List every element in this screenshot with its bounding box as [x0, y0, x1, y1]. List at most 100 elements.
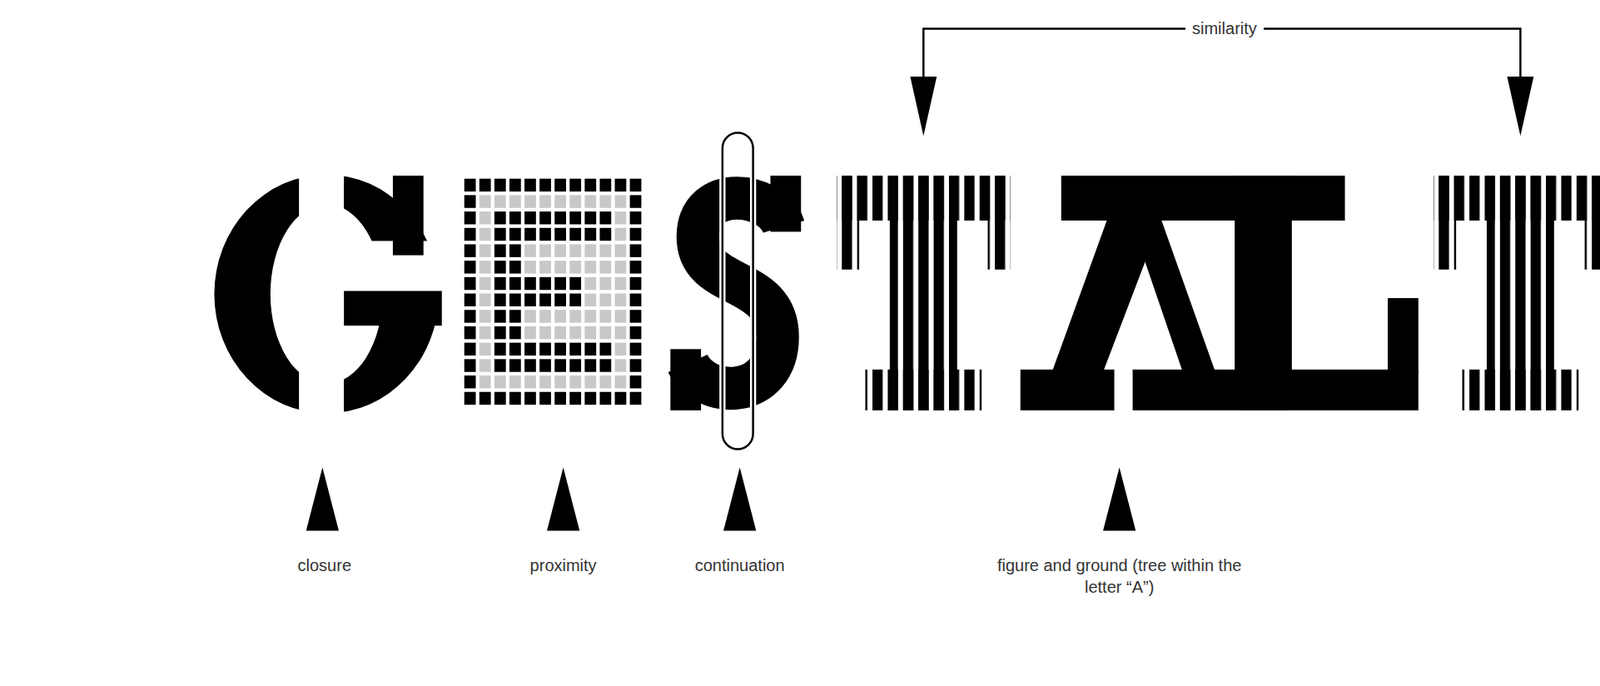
grid-square [494, 228, 507, 241]
grid-square [599, 243, 612, 257]
letter-t-striped [836, 175, 1010, 411]
grid-square [524, 358, 537, 372]
grid-square [479, 326, 492, 339]
grid-square [554, 194, 567, 208]
grid-square [554, 277, 567, 290]
principle-label: continuation [695, 554, 786, 577]
grid-square [599, 228, 612, 241]
grid-square [569, 342, 582, 356]
grid-square [554, 178, 567, 192]
principle-label: similarity [1185, 17, 1264, 40]
grid-square [524, 211, 537, 224]
grid-square [479, 342, 492, 356]
grid-square [509, 326, 522, 339]
grid-square [599, 392, 612, 405]
grid-square [554, 293, 567, 307]
letter-t-striped [1433, 175, 1600, 411]
grid-square [524, 277, 537, 290]
grid-square [615, 375, 627, 388]
grid-square [494, 277, 507, 290]
grid-square [479, 211, 492, 224]
grid-square [524, 178, 537, 192]
grid-square [615, 194, 627, 208]
grid-square [630, 326, 642, 339]
grid-square [509, 178, 522, 192]
grid-square [494, 309, 507, 323]
grid-square [615, 326, 627, 339]
grid-square [479, 392, 492, 405]
grid-square [539, 178, 552, 192]
grid-square [615, 342, 627, 356]
grid-square [569, 293, 582, 307]
grid-square [509, 392, 522, 405]
grid-square [554, 243, 567, 257]
grid-square [539, 392, 552, 405]
similarity-bracket [909, 28, 1534, 136]
grid-square [584, 178, 597, 192]
grid-square [539, 358, 552, 372]
grid-square [539, 260, 552, 274]
grid-square [509, 277, 522, 290]
grid-square [554, 375, 567, 388]
grid-square [554, 211, 567, 224]
grid-square [599, 309, 612, 323]
grid-square [479, 277, 492, 290]
grid-square [539, 243, 552, 257]
grid-square [464, 211, 477, 224]
principle-label: figure and ground (tree within the lette… [982, 554, 1258, 598]
grid-square [569, 358, 582, 372]
grid-square [615, 277, 627, 290]
grid-square [615, 228, 627, 241]
grid-square [464, 277, 477, 290]
grid-square [539, 228, 552, 241]
grid-square [630, 243, 642, 257]
grid-square [539, 375, 552, 388]
grid-square [569, 326, 582, 339]
grid-square [494, 375, 507, 388]
grid-square [524, 392, 537, 405]
grid-square [584, 309, 597, 323]
grid-square [615, 260, 627, 274]
grid-square [599, 260, 612, 274]
grid-square [494, 342, 507, 356]
grid-square [599, 277, 612, 290]
grid-square [464, 309, 477, 323]
grid-square [479, 243, 492, 257]
grid-square [615, 178, 627, 192]
grid-square [539, 309, 552, 323]
grid-square [554, 309, 567, 323]
grid-square [599, 211, 612, 224]
grid-square [630, 211, 642, 224]
grid-square [615, 211, 627, 224]
grid-square [569, 178, 582, 192]
grid-square [554, 260, 567, 274]
principle-label: closure [298, 554, 352, 577]
grid-square [479, 178, 492, 192]
grid-square [494, 358, 507, 372]
grid-square [584, 326, 597, 339]
grid-square [539, 342, 552, 356]
grid-square [584, 342, 597, 356]
grid-square [509, 228, 522, 241]
grid-square [554, 228, 567, 241]
grid-square [539, 211, 552, 224]
grid-square [494, 260, 507, 274]
grid-square [479, 375, 492, 388]
grid-square [494, 243, 507, 257]
grid-square [464, 392, 477, 405]
grid-square [539, 277, 552, 290]
grid-square [630, 260, 642, 274]
grid-square [509, 211, 522, 224]
grid-square [630, 392, 642, 405]
grid-square [539, 293, 552, 307]
grid-square [599, 326, 612, 339]
letter-g-closure [213, 163, 449, 429]
grid-square [630, 342, 642, 356]
grid-square [599, 178, 612, 192]
grid-square [599, 358, 612, 372]
grid-square [630, 309, 642, 323]
grid-square [479, 194, 492, 208]
principle-label: proximity [530, 554, 597, 577]
grid-square [630, 358, 642, 372]
